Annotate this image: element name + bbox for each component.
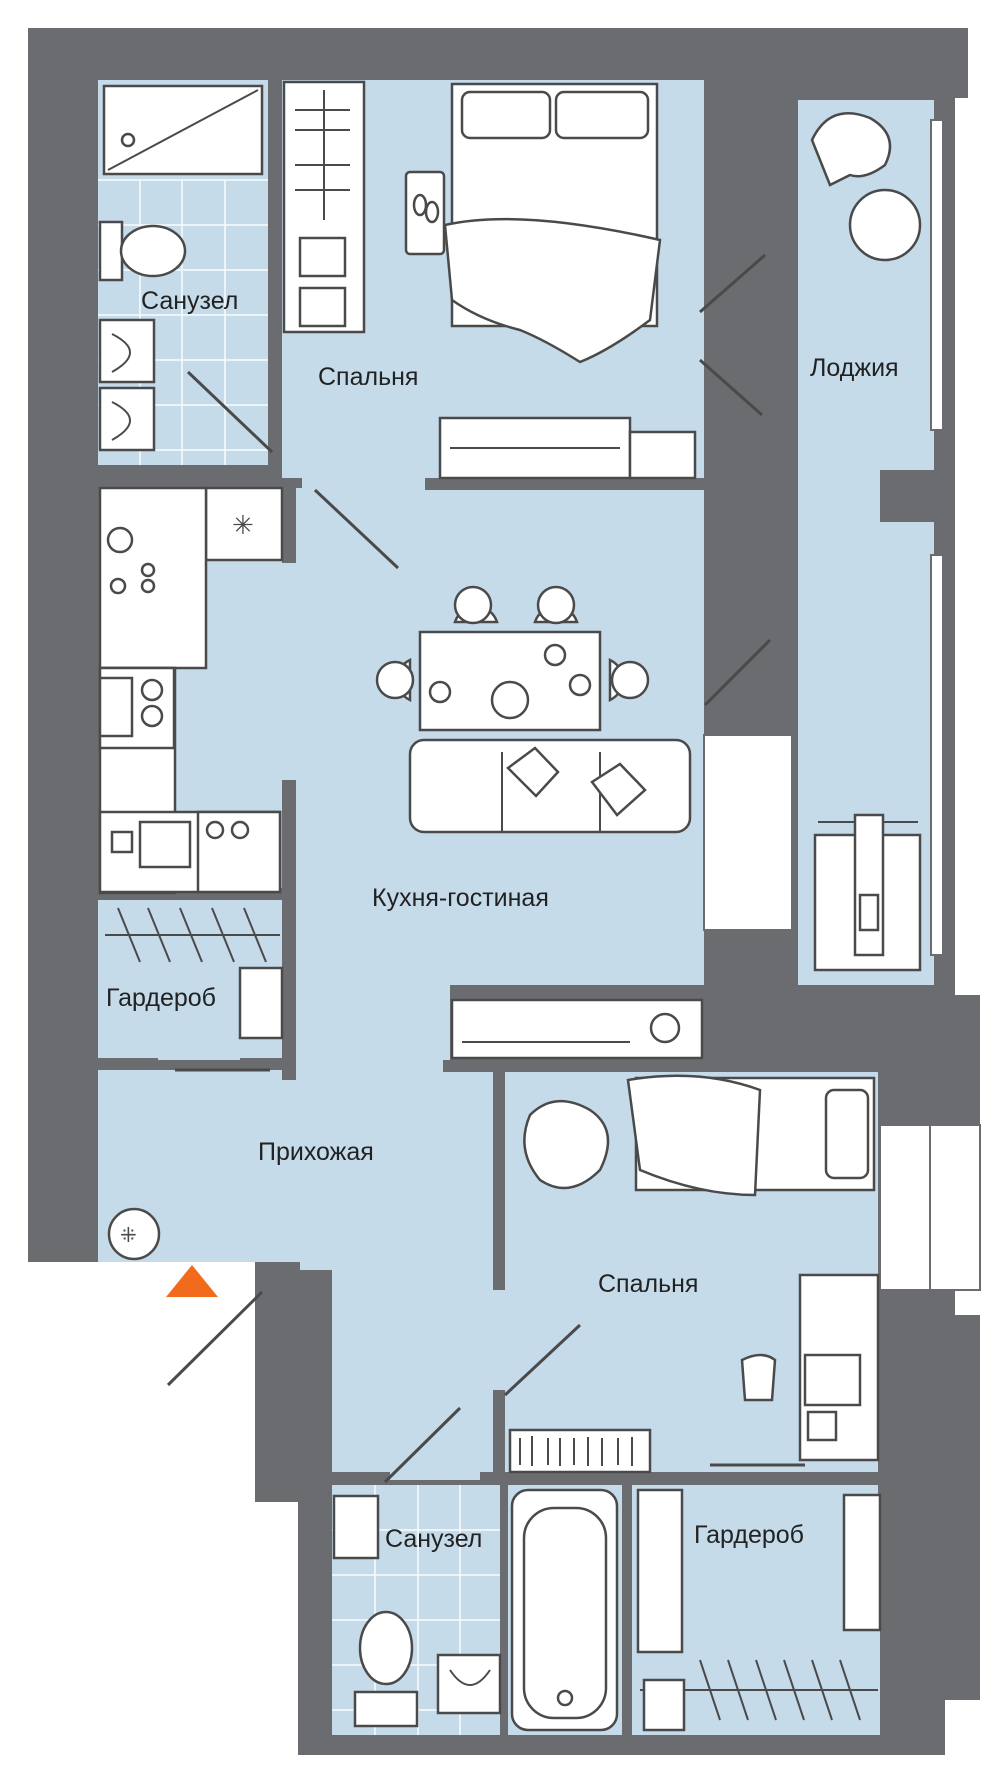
armchair-icon <box>810 112 922 262</box>
doors <box>166 253 805 1484</box>
room-label-wardrobe-left: Гардероб <box>106 984 216 1012</box>
toilet-icon <box>98 220 187 282</box>
wardrobe-right-icon <box>636 1488 882 1732</box>
sofa-icon <box>408 738 692 834</box>
windows <box>703 119 981 1291</box>
electrical-panel-icon: ⁜ <box>107 1207 161 1261</box>
svg-text:✳: ✳ <box>232 511 254 541</box>
room-label-kitchen-living: Кухня-гостиная <box>372 884 549 912</box>
armchair-bedroom-icon <box>523 1099 610 1190</box>
fridge-icon: ✳ <box>204 486 284 562</box>
room-label-bathroom-top: Санузел <box>141 287 238 315</box>
entrance-arrow-icon <box>166 1265 218 1297</box>
bookshelf-icon <box>508 1428 652 1474</box>
svg-text:⁜: ⁜ <box>120 1223 137 1247</box>
room-label-bathroom-bottom: Санузел <box>385 1525 482 1553</box>
tv-console-icon <box>450 998 704 1060</box>
sink-icon <box>98 318 156 452</box>
room-label-bedroom-bottom: Спальня <box>598 1270 698 1298</box>
desk-icon <box>740 1273 880 1462</box>
kitchen-sink-icon <box>98 810 282 894</box>
single-bed-icon <box>626 1074 876 1197</box>
wardrobe-top-icon <box>282 80 366 334</box>
tv-stand-icon <box>438 416 697 480</box>
washing-machine-icon <box>332 1494 380 1560</box>
room-label-wardrobe-right: Гардероб <box>694 1521 804 1549</box>
toilet-bottom-icon <box>353 1610 419 1728</box>
dining-table-icon <box>375 585 650 732</box>
room-label-hallway: Прихожая <box>258 1138 374 1166</box>
wardrobe-left-icon <box>105 907 284 1040</box>
shower-icon <box>102 84 264 176</box>
slippers-icon <box>404 170 446 256</box>
bed-icon <box>443 82 662 364</box>
room-label-loggia: Лоджия <box>810 354 899 382</box>
room-label-bedroom-top: Спальня <box>318 363 418 391</box>
exercise-machine-icon <box>813 813 922 972</box>
stove-icon <box>98 666 176 750</box>
sink-bottom-icon <box>436 1653 502 1715</box>
bathtub-icon <box>510 1488 619 1732</box>
